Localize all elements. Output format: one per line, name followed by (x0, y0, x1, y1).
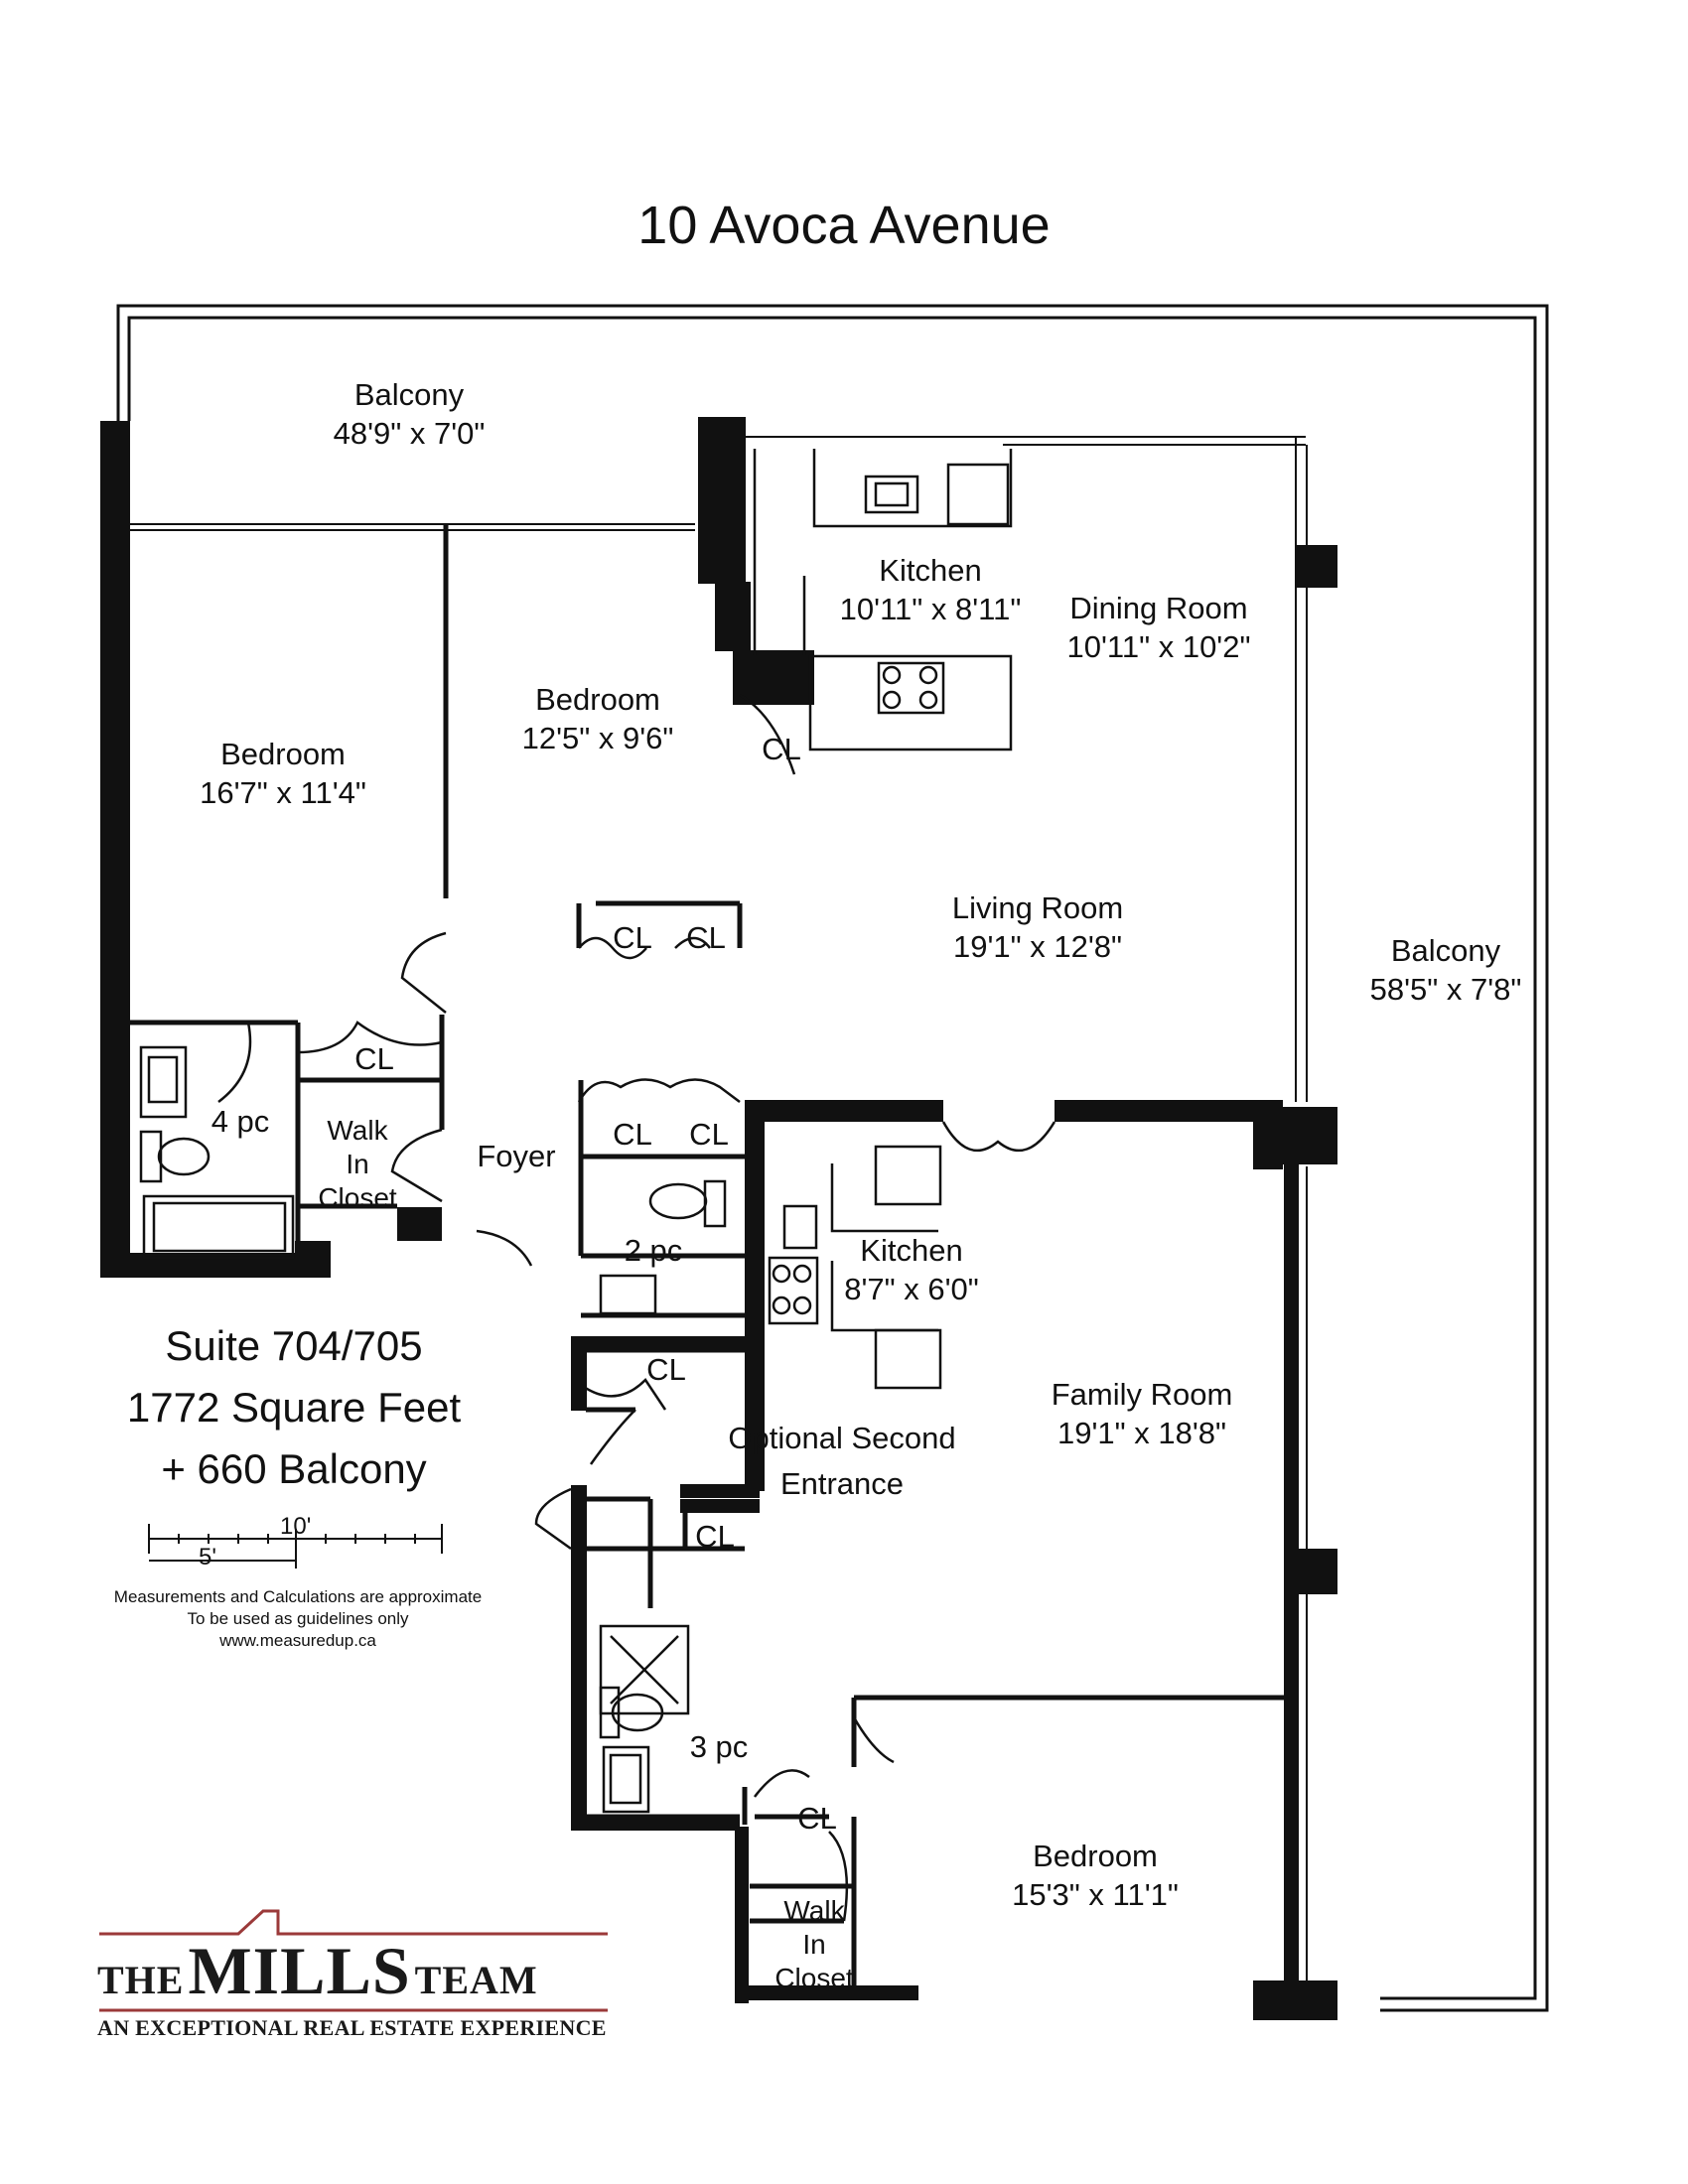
room-name: Family Room (1051, 1377, 1233, 1412)
room-balcony-right: Balcony 58'5" x 7'8" (1370, 931, 1522, 1009)
room-dimensions: 15'3" x 11'1" (1012, 1877, 1179, 1912)
closet-label: CL (689, 1117, 729, 1152)
logo-mills: MILLS (188, 1933, 411, 2008)
suite-area: 1772 Square Feet (126, 1384, 462, 1431)
room-dimensions: 19'1" x 12'8" (952, 929, 1122, 964)
room-name: Foyer (477, 1139, 556, 1173)
closet-label: CL (354, 1041, 394, 1076)
room-bath-4pc: 4 pc (211, 1102, 270, 1141)
disclaimer-url: www.measuredup.ca (219, 1631, 376, 1650)
window-walls (130, 436, 1308, 1985)
room-dimensions: 58'5" x 7'8" (1369, 972, 1522, 1007)
room-living-room: Living Room 19'1" x 12'8" (952, 888, 1123, 966)
room-dining-room: Dining Room 10'11" x 10'2" (1067, 589, 1251, 666)
room-name-line: Closet (774, 1963, 854, 1993)
room-name: 2 pc (624, 1233, 683, 1268)
room-name: Balcony (353, 377, 465, 412)
logo-roof (99, 1909, 608, 2012)
logo-wordmark: THE MILLS TEAM (97, 1932, 614, 2010)
closet-label: CL (613, 920, 652, 955)
room-kitchen-main: Kitchen 10'11" x 8'11" (840, 551, 1022, 628)
room-name: Kitchen (860, 1233, 963, 1268)
room-dimensions: 12'5" x 9'6" (521, 721, 674, 755)
disclaimer-line: To be used as guidelines only (187, 1609, 409, 1628)
room-name-line: Walk (783, 1895, 845, 1926)
room-name-line: Closet (318, 1182, 397, 1213)
closet-label: CL (613, 1117, 652, 1152)
suite-summary: Suite 704/705 1772 Square Feet + 660 Bal… (127, 1315, 461, 1500)
closet-label: CL (686, 920, 726, 955)
room-dimensions: 19'1" x 18'8" (1056, 1416, 1226, 1450)
interior-walls (130, 524, 1296, 1990)
suite-number: Suite 704/705 (165, 1322, 423, 1369)
room-bedroom-left: Bedroom 16'7" x 11'4" (200, 735, 366, 812)
closet-label: CL (797, 1801, 837, 1836)
room-dimensions: 8'7" x 6'0" (844, 1272, 979, 1306)
room-name-line: Walk (327, 1115, 388, 1146)
room-dimensions: 10'11" x 8'11" (839, 592, 1022, 626)
room-name-line: Entrance (779, 1466, 905, 1501)
page-title: 10 Avoca Avenue (637, 196, 1051, 255)
room-foyer: Foyer (477, 1137, 555, 1175)
brand-logo: THE MILLS TEAM AN EXCEPTIONAL REAL ESTAT… (97, 1876, 614, 2045)
logo-the: THE (97, 1958, 185, 2002)
closet-label: CL (646, 1352, 686, 1387)
room-optional-entrance: Optional Second Entrance (728, 1416, 955, 1507)
room-walk-in-closet-left: Walk In Closet (318, 1114, 396, 1215)
room-balcony-top: Balcony 48'9" x 7'0" (334, 375, 486, 453)
exterior-walls (100, 417, 1337, 2020)
room-name: Living Room (951, 890, 1124, 925)
scale-ten-label: 10' (280, 1513, 312, 1540)
room-name: 4 pc (211, 1104, 270, 1139)
fixtures (139, 475, 945, 1814)
room-name: Dining Room (1069, 591, 1248, 625)
logo-team: TEAM (414, 1958, 538, 2002)
logo-tagline: AN EXCEPTIONAL REAL ESTATE EXPERIENCE (97, 2015, 607, 2040)
closet-label: CL (695, 1519, 735, 1554)
room-name: Bedroom (1033, 1839, 1158, 1873)
room-name: Kitchen (879, 553, 982, 588)
closet-label: CL (762, 732, 801, 766)
room-dimensions: 48'9" x 7'0" (333, 416, 486, 451)
door-swings (217, 693, 1056, 1922)
room-walk-in-closet-bottom: Walk In Closet (774, 1894, 853, 1995)
room-bedroom-center: Bedroom 12'5" x 9'6" (522, 680, 674, 757)
disclaimer: Measurements and Calculations are approx… (114, 1586, 482, 1652)
room-name: Bedroom (535, 682, 660, 717)
room-name: Bedroom (220, 737, 346, 771)
room-name-line: In (346, 1149, 369, 1179)
suite-balcony-area: + 660 Balcony (161, 1445, 427, 1492)
room-family-room: Family Room 19'1" x 18'8" (1052, 1375, 1233, 1452)
scale-bar (148, 1524, 443, 1569)
disclaimer-line: Measurements and Calculations are approx… (113, 1587, 483, 1606)
room-bath-2pc: 2 pc (625, 1231, 683, 1270)
room-dimensions: 10'11" x 10'2" (1066, 629, 1251, 664)
kitchen-counters (753, 449, 1013, 1390)
scale-five-label: 5' (199, 1544, 216, 1570)
room-kitchen-second: Kitchen 8'7" x 6'0" (844, 1231, 979, 1308)
room-name: Balcony (1390, 933, 1501, 968)
room-name: 3 pc (689, 1729, 749, 1764)
room-bedroom-bottom: Bedroom 15'3" x 11'1" (1012, 1837, 1179, 1914)
room-bath-3pc: 3 pc (690, 1727, 749, 1766)
room-name-line: In (802, 1929, 826, 1960)
room-name-line: Optional Second (728, 1421, 956, 1455)
room-dimensions: 16'7" x 11'4" (200, 775, 366, 810)
balcony-outline (116, 304, 1549, 2012)
